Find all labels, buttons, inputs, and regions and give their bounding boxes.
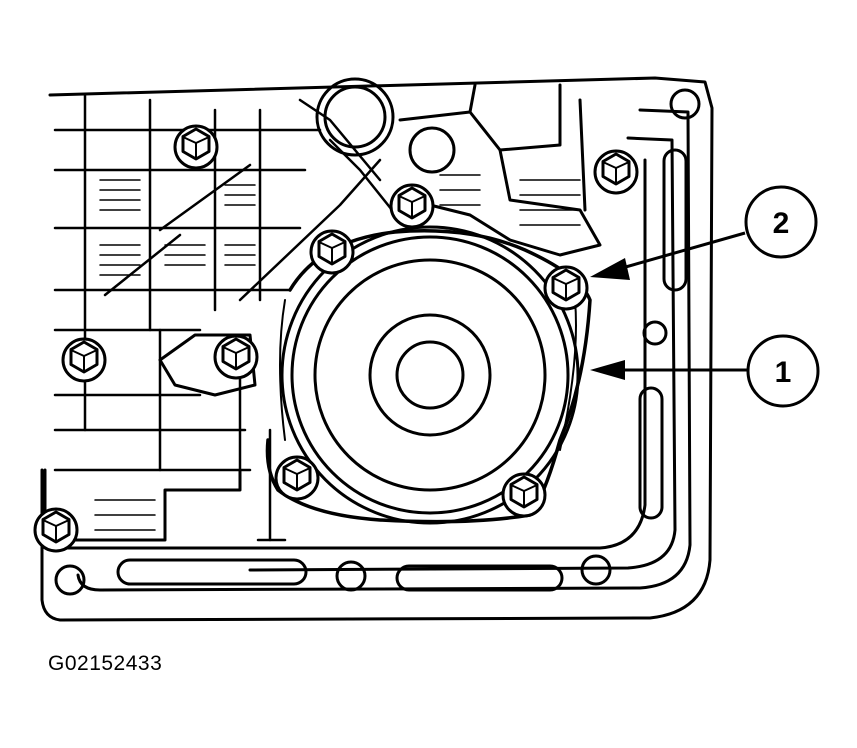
callout-leader-2 — [621, 231, 746, 270]
bolt-hex-edges — [510, 484, 538, 507]
case-outline — [40, 76, 714, 622]
servo-cover-bolt — [274, 455, 320, 501]
servo-piston-recess — [368, 313, 492, 437]
case-inner-rim-2 — [248, 136, 677, 572]
case-slot — [638, 386, 664, 520]
valve-body-grid — [53, 93, 402, 542]
case-bolt — [593, 149, 639, 195]
bolt-hex-edges — [182, 136, 210, 159]
bolt-hex-edges — [70, 349, 98, 372]
bolt-hex-edges — [222, 346, 250, 369]
bolt-hex-edges — [318, 241, 346, 264]
case-bolt — [33, 507, 79, 553]
bolt-hex-edges — [283, 467, 311, 490]
servo-cover-gasket-inner — [279, 299, 577, 451]
upper-pocket-inner — [468, 83, 587, 212]
case-hole — [335, 560, 367, 592]
accumulator-bore — [315, 77, 395, 157]
servo-piston-center — [395, 340, 465, 410]
bolt-hex-edges — [398, 195, 426, 218]
bolt-hex-edges — [552, 277, 580, 300]
servo-cover-boss — [313, 258, 547, 492]
accumulator-bore-inner — [323, 85, 387, 149]
callout-arrowheads — [590, 258, 630, 380]
servo-cover-ring — [290, 235, 570, 515]
callout-2: 2 — [744, 185, 818, 259]
callout-number: 2 — [773, 207, 790, 240]
figure-id-label: G02152433 — [48, 652, 163, 675]
case-hole — [669, 88, 701, 120]
servo-cover-bolt — [543, 265, 589, 311]
callout-leaders — [615, 231, 747, 372]
link-bracket — [158, 333, 257, 397]
servo-cover-bolt — [501, 472, 547, 518]
case-slot — [395, 564, 564, 592]
case-hole — [642, 320, 668, 346]
case-bolt — [173, 124, 219, 170]
small-bore — [408, 126, 456, 174]
servo-cover-bolt — [309, 229, 355, 275]
arrowhead-1 — [590, 360, 625, 380]
valve-body-hatching — [94, 174, 581, 531]
upper-pocket — [398, 110, 602, 257]
servo-cover — [280, 225, 580, 525]
bolt-hex-edges — [42, 519, 70, 542]
bolt-hex-edges — [602, 161, 630, 184]
case-bolt — [61, 337, 107, 383]
case-slot — [662, 148, 688, 292]
callout-1: 1 — [746, 334, 820, 408]
case-hole — [580, 554, 612, 586]
case-hole — [54, 564, 86, 596]
callout-circle — [746, 334, 820, 408]
case-bolt — [213, 334, 259, 380]
callout-circle — [744, 185, 818, 259]
lower-rail — [60, 158, 647, 550]
arrowhead-2 — [590, 258, 630, 280]
callout-number: 1 — [775, 356, 792, 389]
case-slot — [116, 558, 308, 586]
case-bolt — [389, 183, 435, 229]
